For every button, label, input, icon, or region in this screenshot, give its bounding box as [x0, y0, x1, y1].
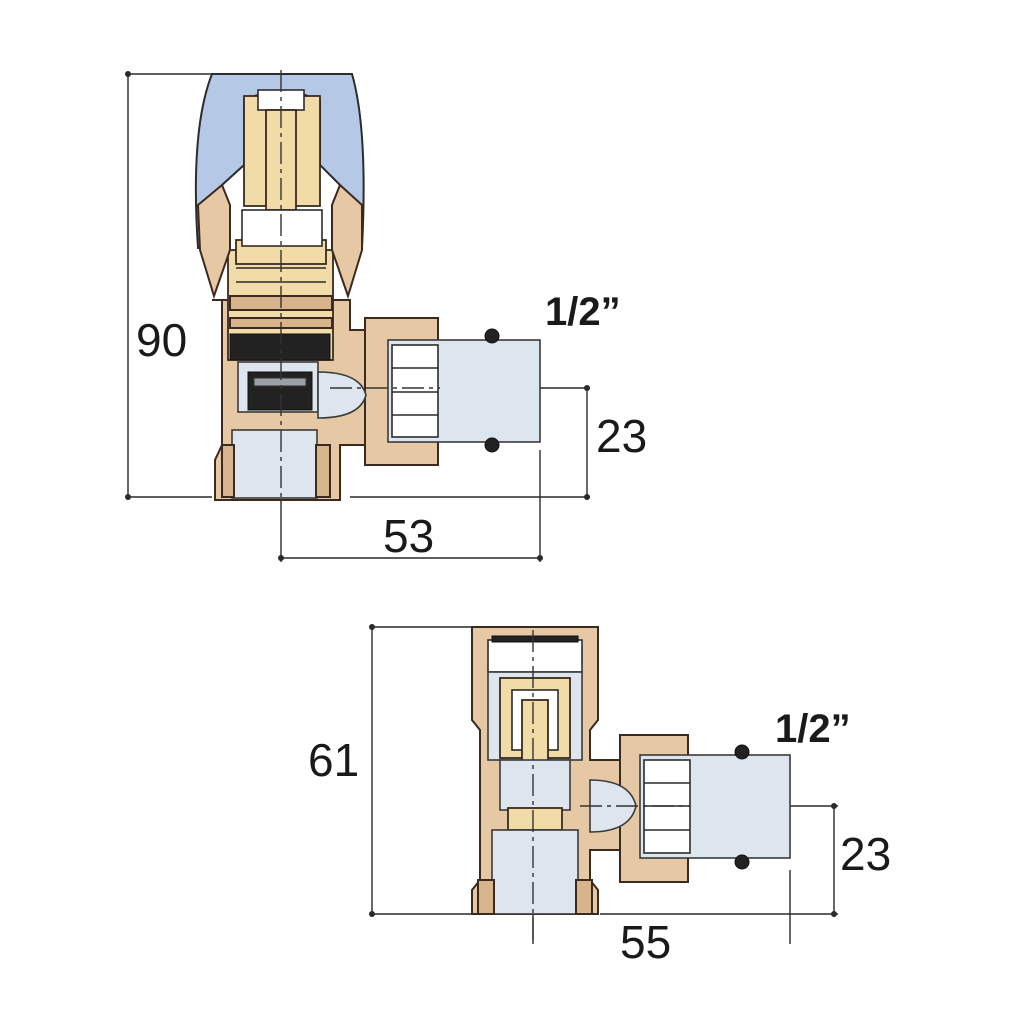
bottom-length-label: 55 [620, 916, 671, 968]
top-valve-cap [194, 73, 365, 300]
top-thread-size-label: 1/2” [545, 290, 621, 334]
top-valve-body [212, 211, 541, 501]
bottom-offset-label: 23 [840, 828, 891, 880]
top-offset-dimension: 23 [350, 385, 647, 500]
top-length-dimension: 53 [278, 450, 543, 562]
bottom-valve-body [471, 626, 791, 915]
bottom-offset-dimension: 23 [600, 803, 891, 917]
top-length-label: 53 [383, 510, 434, 562]
top-height-dimension: 90 [125, 71, 212, 500]
bottom-thread-size-label: 1/2” [775, 707, 851, 751]
bottom-height-label: 61 [308, 734, 359, 786]
bottom-height-dimension: 61 [308, 624, 478, 917]
top-valve: 90 23 53 1/2” [125, 70, 647, 562]
top-offset-label: 23 [596, 410, 647, 462]
top-height-label: 90 [136, 314, 187, 366]
bottom-valve: 61 23 55 1/2” [308, 624, 891, 968]
bottom-length-dimension: 55 [532, 870, 791, 968]
